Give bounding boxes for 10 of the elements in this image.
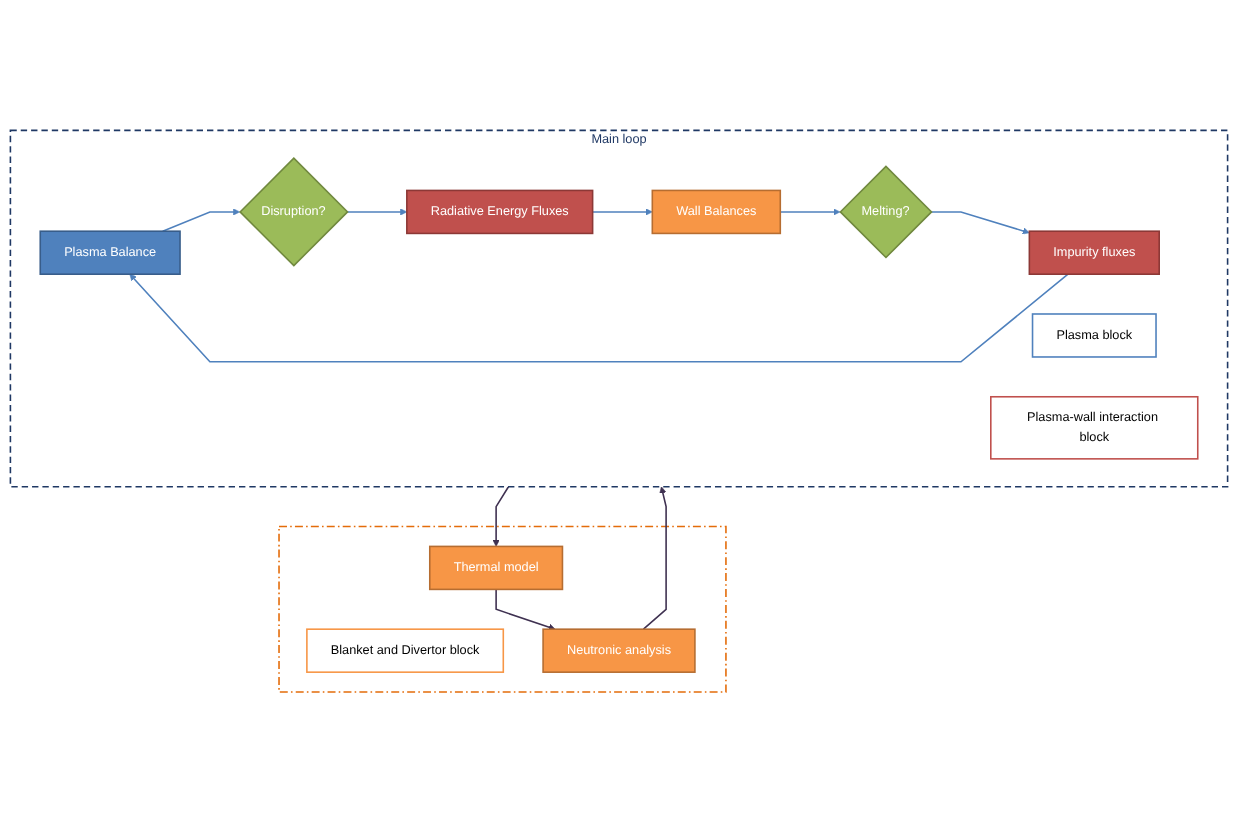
- arrow: [779, 209, 841, 217]
- arrow: [495, 589, 556, 632]
- arrow: [591, 209, 653, 217]
- arrow: [642, 487, 667, 631]
- arrow: [930, 211, 1030, 236]
- arrow: [346, 209, 408, 217]
- arrow: [161, 209, 241, 233]
- cluster: [278, 526, 727, 694]
- arrow: [492, 486, 510, 548]
- arrow: [129, 274, 1069, 364]
